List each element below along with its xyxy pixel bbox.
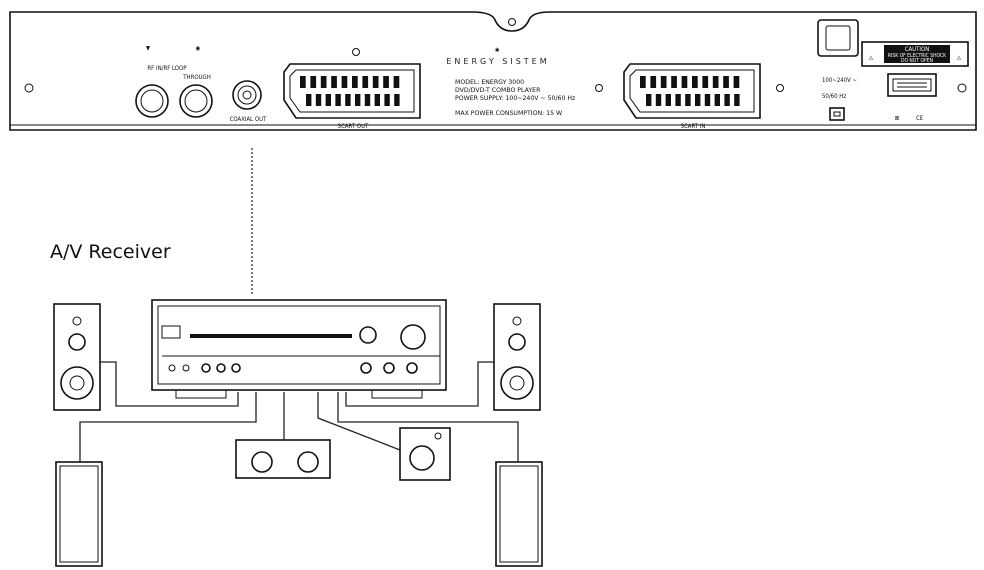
scart-pin: [724, 94, 730, 106]
scart-pin: [310, 76, 317, 88]
scart-pin: [364, 94, 371, 106]
scart-pin: [393, 76, 400, 88]
scart-pin: [685, 94, 691, 106]
scart-pin: [331, 76, 337, 88]
scart-pin: [675, 94, 681, 106]
rf-label: RF IN/RF LOOP: [147, 65, 187, 72]
spec-line-3: POWER SUPPLY: 100~240V ~ 50/60 Hz: [455, 95, 575, 102]
scart-pin: [384, 94, 390, 106]
scart-pin: [650, 76, 657, 88]
scart-pin: [702, 76, 709, 88]
brand-logo-icon: ✱: [495, 47, 500, 54]
scart-pin: [383, 76, 389, 88]
scart-pin: [306, 94, 312, 106]
scart-pin: [681, 76, 688, 88]
front-left-speaker: [53, 303, 101, 411]
scart-pin: [394, 94, 400, 106]
scart-out-label: SCART OUT: [338, 123, 369, 130]
scart-pin: [352, 76, 358, 88]
scart-pin: [335, 94, 341, 106]
ce-mark: CE: [916, 115, 924, 122]
screw-icon: [957, 83, 967, 93]
caution-title: CAUTION: [905, 46, 930, 53]
weee-bin-icon: ⊠: [895, 115, 900, 122]
screw-icon: [776, 84, 784, 92]
scart-pin: [640, 76, 646, 88]
scart-pin: [341, 76, 348, 88]
scart-pin: [660, 76, 667, 88]
receiver-title: A/V Receiver: [50, 241, 171, 263]
scart-pin: [714, 94, 720, 106]
scart-pin: [320, 76, 327, 88]
screw-icon: [352, 48, 360, 56]
scart-pin: [372, 76, 379, 88]
power-label-2: 50/60 Hz: [822, 93, 846, 100]
power-label-1: 100~240V ~: [822, 77, 857, 84]
volume-knob-large: [400, 324, 426, 350]
power-socket: [817, 19, 859, 57]
coaxial-connector: [232, 80, 262, 110]
caution-text-1: RISK OF ELECTRIC SHOCK: [888, 53, 947, 59]
scart-in-label: SCART IN: [681, 123, 706, 130]
subwoofer: [399, 427, 451, 481]
warning-icon: ⚠: [957, 55, 962, 62]
brand-name: ENERGY SISTEM: [446, 57, 549, 66]
rear-left-speaker: [55, 461, 103, 567]
center-speaker: [235, 439, 331, 479]
scart-pin: [692, 76, 698, 88]
scart-pin: [646, 94, 652, 106]
spec-line-2: DVD/DVD-T COMBO PLAYER: [455, 87, 541, 94]
scart-pin: [733, 76, 740, 88]
scart-pin: [695, 94, 701, 106]
caution-text-2: DO NOT OPEN: [901, 58, 933, 64]
scart-pin: [671, 76, 677, 88]
scart-pin: [734, 94, 740, 106]
antenna-icon: ▼: [146, 45, 151, 52]
scart-pin: [665, 94, 671, 106]
serial-sticker: [887, 73, 937, 97]
speaker-wiring: [79, 361, 519, 462]
rear-right-speaker: [495, 461, 543, 567]
volume-knob-small: [359, 326, 377, 344]
scart-pin: [374, 94, 380, 106]
screw-icon: [508, 18, 516, 26]
scart-pin: [355, 94, 361, 106]
spec-line-4: MAX POWER CONSUMPTION: 15 W: [455, 110, 562, 117]
spec-line-1: MODEL: ENERGY 3000: [455, 79, 524, 86]
scart-pin: [712, 76, 719, 88]
scart-pin: [300, 76, 306, 88]
av-receiver: [151, 299, 447, 399]
scart-pin: [325, 94, 331, 106]
scart-pin: [655, 94, 662, 106]
antenna-out-icon: ◉: [196, 45, 201, 52]
caution-label: [861, 41, 969, 67]
scart-pin: [345, 94, 351, 106]
rf-out-connector: [179, 84, 213, 118]
scart-out-connector: [283, 63, 421, 119]
scart-pin: [362, 76, 369, 88]
rf-in-connector: [135, 84, 169, 118]
dvd-back-panel: ▼ ◉ RF IN/RF LOOP THROUGH COAXIAL OUT SC…: [9, 11, 977, 131]
coaxial-label: COAXIAL OUT: [230, 116, 268, 123]
scart-in-connector: [623, 63, 761, 119]
screw-icon: [24, 83, 34, 93]
scart-pin: [723, 76, 729, 88]
screw-icon: [595, 84, 603, 92]
scart-pin: [315, 94, 322, 106]
scart-pin: [704, 94, 711, 106]
power-button: [829, 107, 845, 121]
front-right-speaker: [493, 303, 541, 411]
through-label: THROUGH: [182, 74, 211, 81]
warning-icon: ⚠: [869, 55, 874, 62]
